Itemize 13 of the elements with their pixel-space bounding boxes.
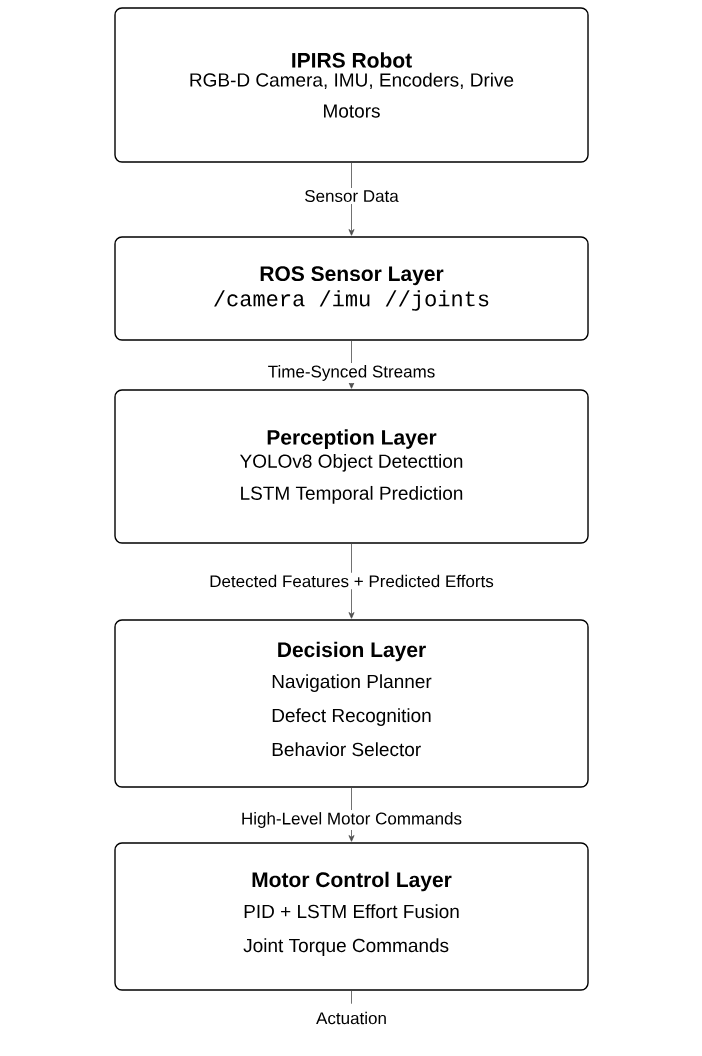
arrow xyxy=(348,543,355,619)
layer-box: Motor Control Layer PID + LSTM Effort Fusion Joint Torque Commands xyxy=(114,842,589,991)
edge-label: High-Level Motor Commands xyxy=(238,810,465,830)
edge-label: Time-Synced Streams xyxy=(265,363,438,383)
layer-box: Perception Layer YOLOv8 Object Detecttion LSTM Temporal Prediction xyxy=(114,389,589,544)
edge-label: Sensor Data xyxy=(302,188,401,204)
edge-label: Actuation xyxy=(316,1011,386,1025)
layer-box: Decision Layer Navigation Planner Defect Recognition Behavior Selector xyxy=(114,619,589,788)
arrow xyxy=(348,787,355,842)
layer-box: IPIRS Robot RGB-D Camera, IMU, Encoders, Drive Motors xyxy=(114,7,589,163)
edge-label: Detected Features + Predicted Efforts xyxy=(207,572,496,590)
arrow xyxy=(348,162,355,236)
layer-box: ROS Sensor Layer /camera /imu //joints xyxy=(114,236,589,341)
